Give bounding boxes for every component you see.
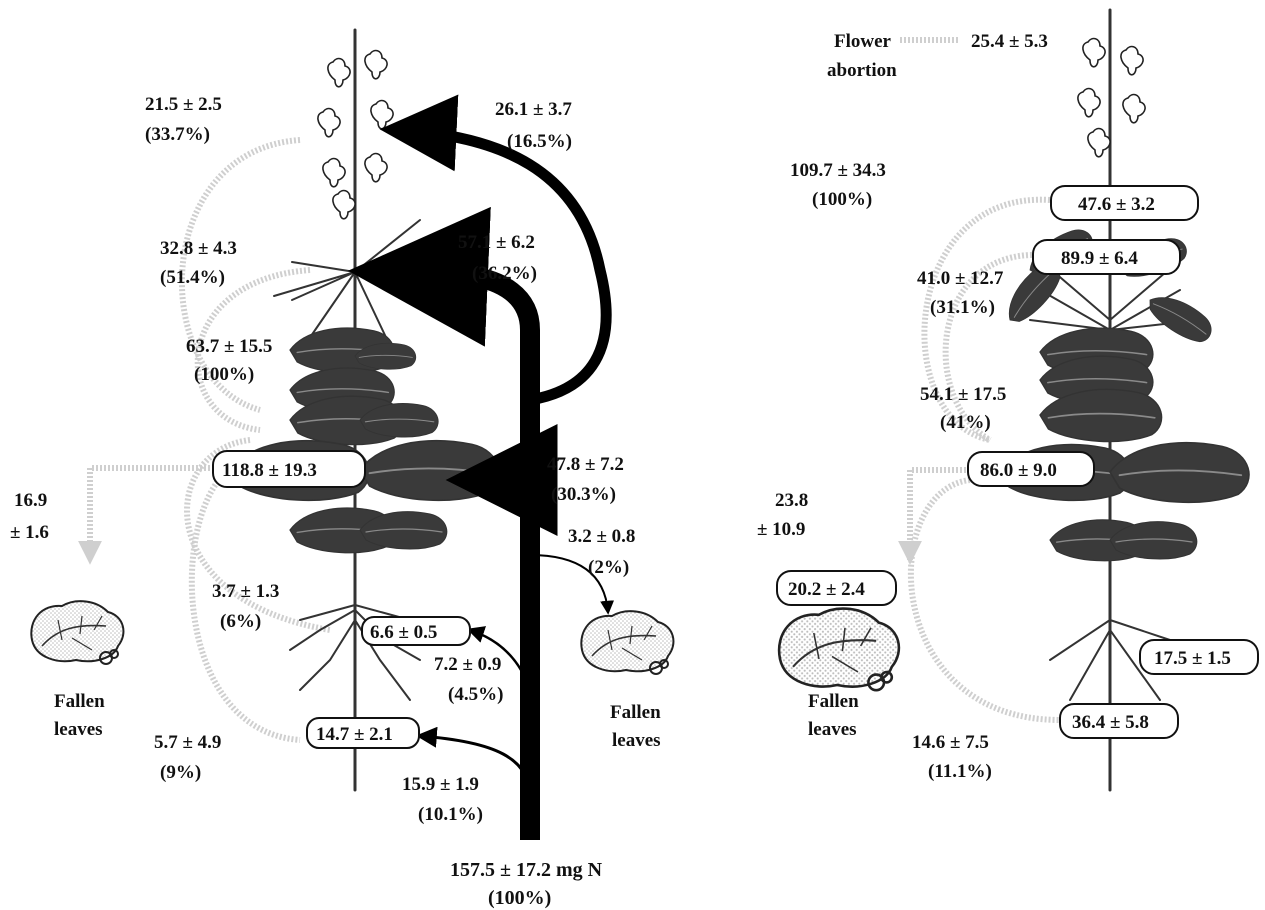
inflow-branches-pct: (36.2%) xyxy=(472,263,537,284)
fallen-leaves-right-line1: Fallen xyxy=(610,702,661,723)
remob-leaves-value-right: 54.1 ± 17.5 xyxy=(920,384,1006,405)
remob-taproot-value-right: 14.6 ± 7.5 xyxy=(912,732,989,753)
remob-branches-pct-right: (31.1%) xyxy=(930,297,995,318)
fallen-leaves-line2-right: leaves xyxy=(808,719,857,740)
fallen-leaf-icon xyxy=(31,601,123,664)
remob-taproot-pct: (9%) xyxy=(160,762,201,783)
inflow-flower-pct: (16.5%) xyxy=(507,131,572,152)
inflow-leaves-value: 47.8 ± 7.2 xyxy=(547,454,624,475)
remobilization-paths xyxy=(90,40,1060,740)
box-roots-value: 6.6 ± 0.5 xyxy=(370,622,437,643)
remob-total-value: 63.7 ± 15.5 xyxy=(186,336,272,357)
box-fallen-value-right: 20.2 ± 2.4 xyxy=(788,579,865,600)
inflow-taproot-pct: (10.1%) xyxy=(418,804,483,825)
box-taproot-value: 14.7 ± 2.1 xyxy=(316,724,393,745)
box-roots-value-right: 17.5 ± 1.5 xyxy=(1154,648,1231,669)
remob-branches-value: 32.8 ± 4.3 xyxy=(160,238,237,259)
remob-roots-value: 3.7 ± 1.3 xyxy=(212,581,279,602)
inflow-roots-value: 7.2 ± 0.9 xyxy=(434,654,501,675)
box-taproot-value-right: 36.4 ± 5.8 xyxy=(1072,712,1149,733)
inflow-flower-value: 26.1 ± 3.7 xyxy=(495,99,572,120)
inflow-fallen-value: 3.2 ± 0.8 xyxy=(568,526,635,547)
fallen-leaf-icon xyxy=(581,611,673,674)
remob-branches-value-right: 41.0 ± 12.7 xyxy=(917,268,1004,289)
inflow-taproot-value: 15.9 ± 1.9 xyxy=(402,774,479,795)
remob-roots-pct: (6%) xyxy=(220,611,261,632)
leaf-loss-sd-right: ± 10.9 xyxy=(757,519,805,540)
leaf-loss-value-right: 23.8 xyxy=(775,490,808,511)
remob-taproot-value: 5.7 ± 4.9 xyxy=(154,732,221,753)
leaf-loss-sd: ± 1.6 xyxy=(10,522,49,543)
remob-leaves-pct-right: (41%) xyxy=(940,412,991,433)
remob-branches-pct: (51.4%) xyxy=(160,267,225,288)
remob-total-value-right: 109.7 ± 34.3 xyxy=(790,160,886,181)
box-leaves-value: 118.8 ± 19.3 xyxy=(222,460,317,481)
inflow-branches-value: 57.1 ± 6.2 xyxy=(458,232,535,253)
uptake-total-pct: (100%) xyxy=(488,887,551,909)
box-leaves-value-right: 86.0 ± 9.0 xyxy=(980,460,1057,481)
fallen-leaves-line1-right: Fallen xyxy=(808,691,859,712)
uptake-total-value: 157.5 ± 17.2 mg N xyxy=(450,859,603,881)
inflow-leaves-pct: (30.3%) xyxy=(551,484,616,505)
remob-total-pct: (100%) xyxy=(194,364,254,385)
fallen-leaves-right-line2: leaves xyxy=(612,730,661,751)
fallen-leaves-left-line2: leaves xyxy=(54,719,103,740)
remob-taproot-pct-right: (11.1%) xyxy=(928,761,992,782)
inflow-fallen-pct: (2%) xyxy=(588,557,629,578)
remob-flower-value: 21.5 ± 2.5 xyxy=(145,94,222,115)
box-flower-value: 47.6 ± 3.2 xyxy=(1078,194,1155,215)
fallen-leaf-icons xyxy=(31,601,899,690)
box-branches-value: 89.9 ± 6.4 xyxy=(1061,248,1138,269)
leaf-loss-value: 16.9 xyxy=(14,490,47,511)
fallen-leaves-left-line1: Fallen xyxy=(54,691,105,712)
left-labels: 26.1 ± 3.7 (16.5%) 57.1 ± 6.2 (36.2%) 47… xyxy=(10,94,661,909)
flower-abortion-line1: Flower xyxy=(834,31,892,52)
fallen-leaf-icon xyxy=(779,609,899,691)
remob-flower-pct: (33.7%) xyxy=(145,124,210,145)
remob-total-pct-right: (100%) xyxy=(812,189,872,210)
inflow-roots-pct: (4.5%) xyxy=(448,684,503,705)
flower-abortion-line2: abortion xyxy=(827,60,897,81)
flower-abortion-value: 25.4 ± 5.3 xyxy=(971,31,1048,52)
